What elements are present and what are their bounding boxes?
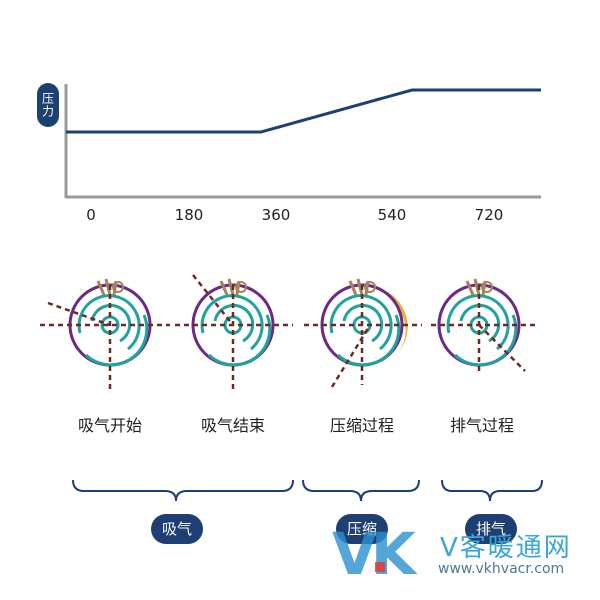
x-tick-360: 360	[261, 206, 291, 224]
stage-label-exhaust: 排气过程	[449, 416, 514, 435]
x-tick-720: 720	[474, 206, 504, 224]
brace-compress	[302, 479, 420, 502]
brace-intake	[72, 479, 294, 502]
y-axis-label: 压力	[37, 83, 59, 127]
group-braces	[72, 479, 543, 502]
pressure-curve	[66, 88, 541, 134]
scroll-intake-end	[175, 274, 293, 393]
brace-exhaust	[441, 479, 543, 502]
x-tick-180: 180	[174, 206, 204, 224]
x-tick-540: 540	[377, 206, 407, 224]
pressure-chart	[64, 84, 541, 199]
scroll-diagrams	[40, 274, 539, 393]
stage-label-intake-start: 吸气开始	[77, 416, 142, 435]
stage-label-intake-end: 吸气结束	[200, 416, 265, 435]
group-pill-compress: 压缩	[336, 514, 388, 544]
watermark-brand-cn: V客暖通网	[440, 533, 572, 563]
watermark-logo: VK	[332, 522, 424, 582]
scroll-intake-start	[40, 277, 170, 393]
watermark-letters: VK	[332, 522, 418, 582]
scroll-exhaust	[431, 277, 539, 375]
scroll-compression	[304, 277, 422, 388]
group-pill-exhaust: 排气	[465, 514, 517, 544]
stage-label-compression: 压缩过程	[329, 416, 394, 435]
x-tick-0: 0	[86, 206, 96, 224]
watermark-url: www.vkhvacr.com	[438, 561, 565, 577]
group-pill-intake: 吸气	[151, 514, 203, 544]
